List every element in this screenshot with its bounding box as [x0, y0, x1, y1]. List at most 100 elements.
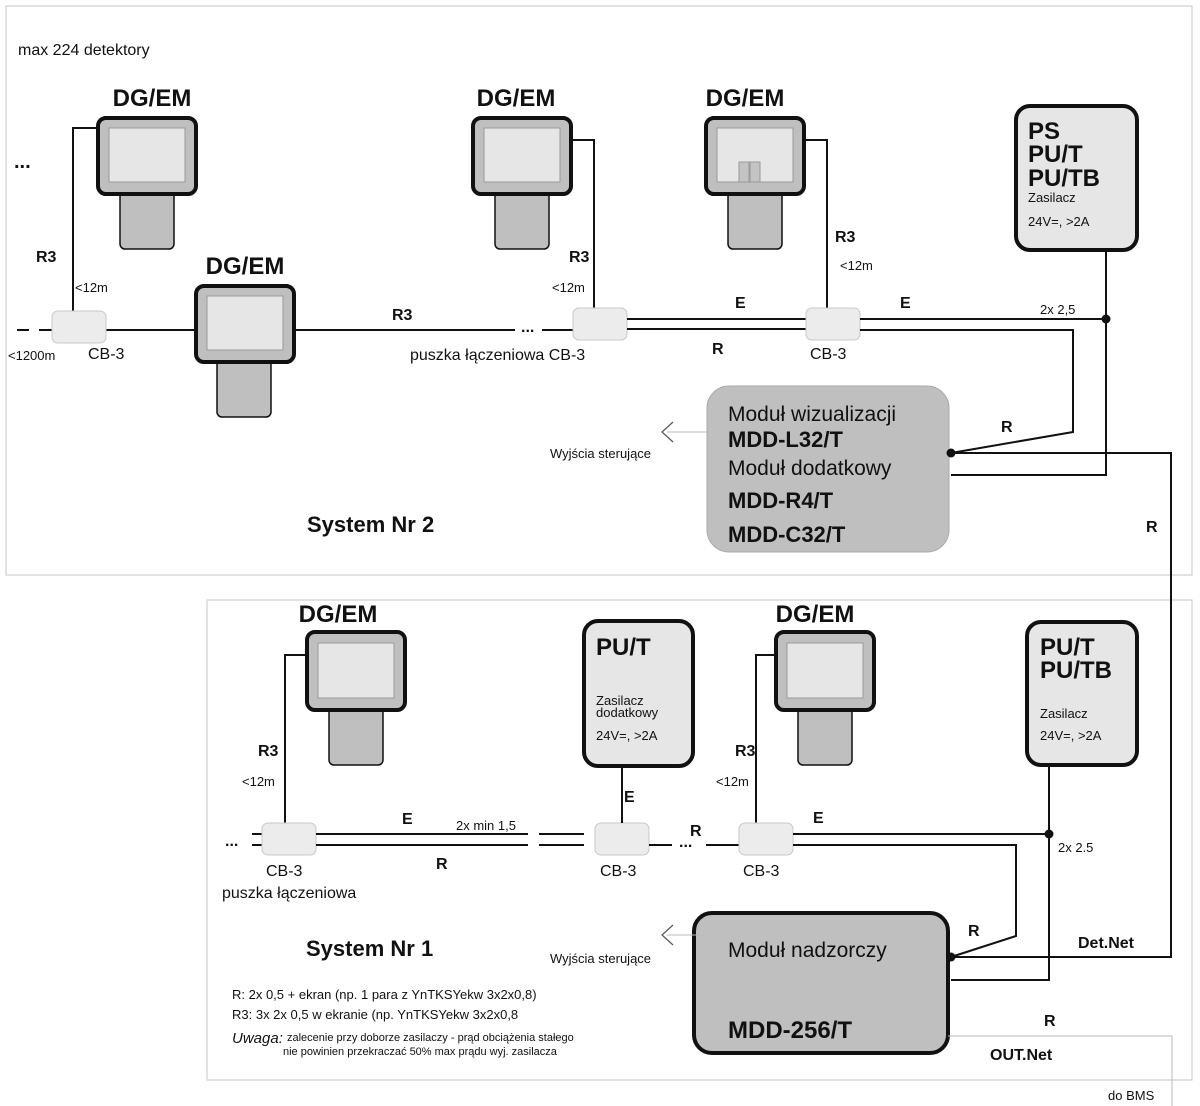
module-line: Moduł dodatkowy [728, 457, 892, 480]
module-s1: Moduł nadzorczy MDD-256/T [692, 911, 950, 1055]
r3-label: R3 [258, 743, 279, 760]
detector-s2-4: DG/EM [704, 85, 806, 250]
module-s2: Moduł wizualizacji MDD-L32/T Moduł dodat… [706, 385, 950, 553]
detector-base [797, 707, 853, 766]
detector-screen [108, 127, 186, 183]
detector-base [727, 191, 783, 250]
detector-s2-1: DG/EM [96, 85, 198, 250]
bus-ellipsis: ... [679, 834, 692, 851]
det-net-label: Det.Net [1078, 935, 1135, 952]
psu-cable-label: 2x 2,5 [1040, 302, 1075, 317]
detector-label: DG/EM [477, 85, 556, 112]
r-label: R [968, 923, 980, 940]
r-label: R [712, 341, 724, 358]
e-label: E [624, 789, 635, 806]
cable-min-label: 2x min 1,5 [456, 818, 516, 833]
bms-label: do BMS [1108, 1088, 1155, 1103]
junction-box-label: CB-3 [810, 346, 847, 363]
psu-spec: 24V=, >2A [1028, 214, 1090, 229]
r-junction-dot [946, 952, 956, 962]
length-label: <12m [716, 774, 749, 789]
bus-length-label: <1200m [8, 348, 55, 363]
module-model: MDD-R4/T [728, 488, 834, 513]
bus-ellipsis: ... [225, 833, 238, 850]
psu-cable-label: 2x 2.5 [1058, 840, 1093, 855]
r3-wire-s2-1 [72, 127, 100, 311]
r-label: R [1001, 419, 1013, 436]
detector-s1-1: DG/EM [299, 601, 407, 766]
detector-base [216, 359, 272, 418]
r3-bus-label: R3 [392, 307, 413, 324]
detector-label: DG/EM [206, 253, 285, 280]
out-net-label: OUT.Net [990, 1047, 1053, 1064]
module-model: MDD-C32/T [728, 522, 846, 547]
e-label: E [900, 295, 911, 312]
r3-wire-s2-4 [802, 139, 828, 309]
r3-label: R3 [835, 229, 856, 246]
detector-label: DG/EM [299, 601, 378, 628]
note-warning-line1: zalecenie przy doborze zasilaczy - prąd … [287, 1032, 574, 1044]
psu-model: PU/T [1040, 634, 1095, 661]
psu-model: PS [1028, 118, 1060, 145]
psu-main-s1: PU/T PU/TB Zasilacz 24V=, >2A [1025, 620, 1139, 767]
detector-base [119, 191, 175, 250]
relay-indicator [738, 161, 750, 183]
psu-model: PU/TB [1028, 165, 1100, 192]
r-link-label: R [1146, 519, 1158, 536]
psu-spec: 24V=, >2A [596, 728, 658, 743]
detector-s2-3: DG/EM [471, 85, 573, 250]
psu-desc: Zasilacz [1028, 190, 1076, 205]
r-wire-to-module [860, 329, 1074, 454]
detector-screen [786, 642, 864, 699]
det-net-wire [951, 452, 1172, 958]
detector-base [328, 707, 384, 766]
r3-label: R3 [735, 743, 756, 760]
out-net-wire [948, 1035, 1173, 1106]
system2-title: System Nr 2 [307, 512, 434, 537]
junction-box-sublabel: puszka łączeniowa [222, 885, 356, 902]
module-model: MDD-L32/T [728, 427, 843, 452]
max-detectors-label: max 224 detektory [18, 42, 150, 59]
r-label: R [436, 856, 448, 873]
relay-indicator [749, 161, 761, 183]
junction-box-cb3 [805, 307, 861, 341]
e-label: E [813, 810, 824, 827]
junction-box-label: CB-3 [266, 863, 303, 880]
length-label: <12m [242, 774, 275, 789]
psu-s2: PS PU/T PU/TB Zasilacz 24V=, >2A [1014, 104, 1139, 252]
junction-box-cb3 [51, 310, 107, 344]
e-label: E [735, 295, 746, 312]
module-box [706, 385, 950, 553]
psu-model: PU/TB [1040, 657, 1112, 684]
outputs-label: Wyjścia sterujące [550, 446, 651, 461]
system2-frame [5, 5, 1193, 576]
note-warning-line2: nie powinien przekraczać 50% max prądu w… [283, 1046, 558, 1058]
junction-box-cb3 [738, 822, 794, 856]
note-r: R: 2x 0,5 + ekran (np. 1 para z YnTKSYek… [232, 987, 537, 1002]
e-label: E [402, 811, 413, 828]
r-label: R [690, 823, 702, 840]
detector-label: DG/EM [776, 601, 855, 628]
psu-box [1014, 104, 1139, 252]
psu-desc: Zasilacz [1040, 706, 1088, 721]
psu-desc: Zasilacz [596, 693, 644, 708]
psu-wire [951, 249, 1107, 476]
junction-box-cb3 [594, 822, 650, 856]
junction-box-label: CB-3 [600, 863, 637, 880]
length-label: <12m [75, 280, 108, 295]
psu-aux-s1: PU/T Zasilacz dodatkowy 24V=, >2A [582, 619, 695, 768]
psu-model: PU/T [1028, 141, 1083, 168]
r3-label: R3 [36, 249, 57, 266]
detector-s1-2: DG/EM [774, 601, 876, 766]
detector-s2-2: DG/EM [194, 253, 296, 418]
outputs-label: Wyjścia sterujące [550, 951, 651, 966]
junction-box-cb3 [261, 822, 317, 856]
module-model: MDD-256/T [728, 1017, 852, 1044]
detector-screen [317, 642, 395, 699]
detector-screen [483, 127, 561, 183]
note-warning-label: Uwaga: [232, 1030, 283, 1047]
module-box [692, 911, 950, 1055]
junction-box-label: CB-3 [743, 863, 780, 880]
r-wire-to-module [793, 844, 1017, 958]
